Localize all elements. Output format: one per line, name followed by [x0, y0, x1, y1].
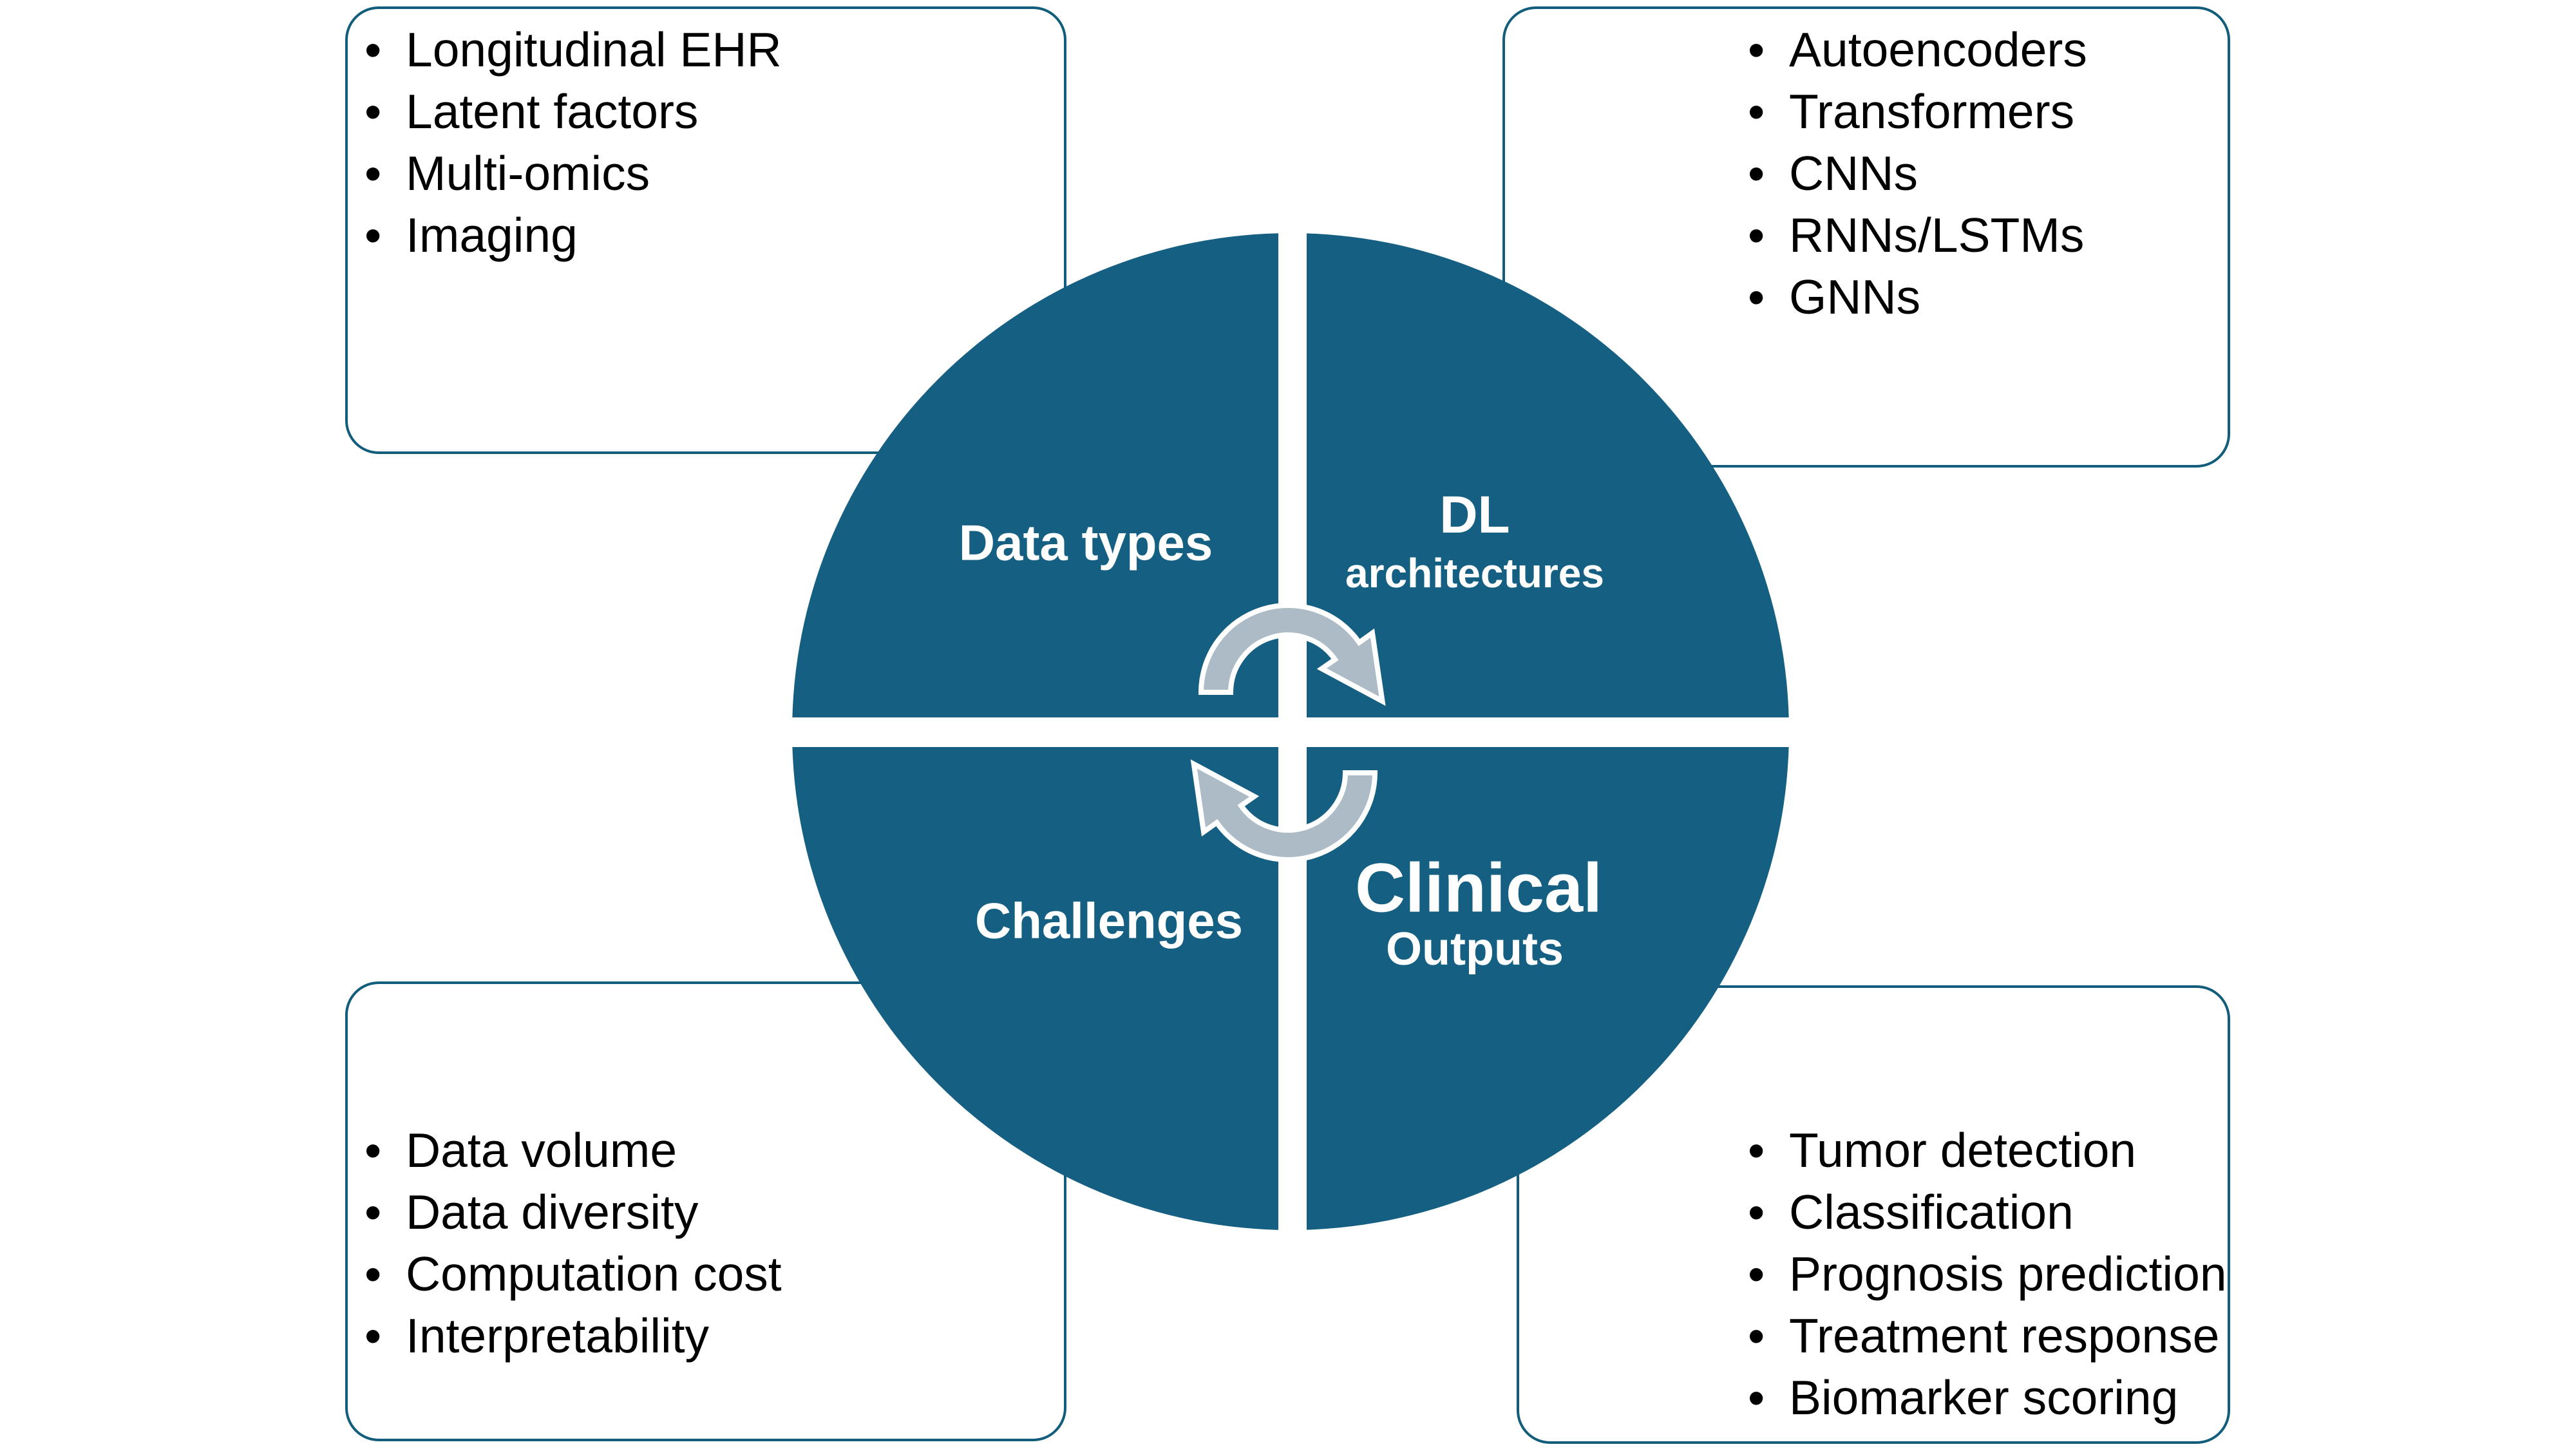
list-item-label: GNNs: [1789, 270, 1921, 324]
quadrant-label-challenges: Challenges: [974, 892, 1244, 949]
bullet-icon: •: [365, 146, 382, 200]
list-item-label: Interpretability: [406, 1309, 710, 1363]
list-item: • Data volume: [365, 1119, 782, 1181]
list-item: • Latent factors: [365, 80, 782, 142]
bullet-icon: •: [1748, 208, 1765, 262]
bullet-icon: •: [365, 1185, 382, 1239]
bullet-icon: •: [365, 1309, 382, 1363]
bullet-icon: •: [365, 84, 382, 138]
data-types-list: • Longitudinal EHR • Latent factors • Multi…: [365, 19, 782, 266]
list-item-label: Treatment response: [1789, 1309, 2220, 1363]
list-item: • Biomarker scoring: [1748, 1367, 2227, 1428]
quadrant-label-outputs: Outputs: [1386, 923, 1564, 975]
bullet-icon: •: [1748, 146, 1765, 200]
bullet-icon: •: [1748, 1370, 1765, 1425]
bullet-icon: •: [1748, 1123, 1765, 1177]
list-item: • Treatment response: [1748, 1305, 2227, 1367]
bullet-icon: •: [365, 1247, 382, 1301]
list-item-label: CNNs: [1789, 146, 1918, 200]
list-item: • Imaging: [365, 204, 782, 266]
list-item-label: RNNs/LSTMs: [1789, 208, 2085, 262]
bullet-icon: •: [1748, 270, 1765, 324]
quadrant-label-architectures: architectures: [1345, 550, 1604, 596]
list-item: • Interpretability: [365, 1305, 782, 1367]
list-item-label: Biomarker scoring: [1789, 1370, 2179, 1425]
list-item-label: Autoencoders: [1789, 23, 2087, 77]
list-item-label: Longitudinal EHR: [406, 23, 782, 77]
clinical-outputs-list: • Tumor detection • Classification • Progno…: [1748, 1119, 2227, 1428]
list-item: • Autoencoders: [1748, 19, 2087, 80]
list-item-label: Multi-omics: [406, 146, 650, 200]
list-item: • RNNs/LSTMs: [1748, 204, 2087, 266]
list-item: • CNNs: [1748, 142, 2087, 204]
list-item-label: Latent factors: [406, 84, 699, 138]
list-item: • Longitudinal EHR: [365, 19, 782, 80]
list-item: • Transformers: [1748, 80, 2087, 142]
quadrant-label-data-types: Data types: [958, 514, 1213, 571]
bullet-icon: •: [1748, 1247, 1765, 1301]
bullet-icon: •: [1748, 23, 1765, 77]
quadrant-label-clinical: Clinical: [1354, 848, 1603, 927]
list-item-label: Tumor detection: [1789, 1123, 2137, 1177]
list-item: • Classification: [1748, 1181, 2227, 1243]
bullet-icon: •: [1748, 1309, 1765, 1363]
bullet-icon: •: [1748, 84, 1765, 138]
list-item: • Multi-omics: [365, 142, 782, 204]
list-item-label: Prognosis prediction: [1789, 1247, 2227, 1301]
list-item: • Computation cost: [365, 1243, 782, 1305]
list-item: • Prognosis prediction: [1748, 1243, 2227, 1305]
list-item-label: Imaging: [406, 208, 578, 262]
challenges-list: • Data volume • Data diversity • Computatio…: [365, 1119, 782, 1367]
quadrant-label-dl: DL: [1439, 486, 1510, 544]
list-item: • Data diversity: [365, 1181, 782, 1243]
bullet-icon: •: [365, 208, 382, 262]
list-item-label: Computation cost: [406, 1247, 782, 1301]
bullet-icon: •: [365, 1123, 382, 1177]
circle-horizontal-divider: [790, 717, 1792, 747]
dl-architectures-list: • Autoencoders • Transformers • CNNs • RNNs/…: [1748, 19, 2087, 328]
bullet-icon: •: [365, 23, 382, 77]
list-item: • Tumor detection: [1748, 1119, 2227, 1181]
list-item-label: Transformers: [1789, 84, 2075, 138]
list-item: • GNNs: [1748, 266, 2087, 328]
list-item-label: Classification: [1789, 1185, 2074, 1239]
list-item-label: Data diversity: [406, 1185, 699, 1239]
list-item-label: Data volume: [406, 1123, 677, 1177]
bullet-icon: •: [1748, 1185, 1765, 1239]
